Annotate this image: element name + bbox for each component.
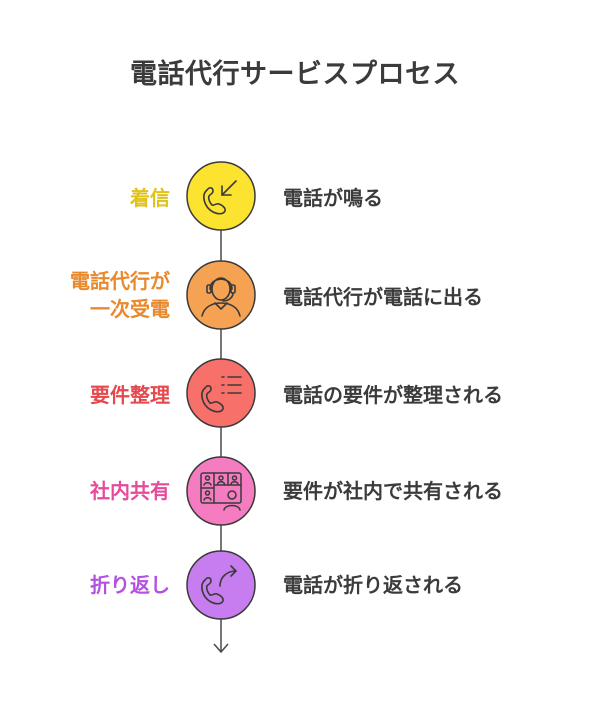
headset-operator-icon <box>201 277 241 317</box>
diagram-title: 電話代行サービスプロセス <box>130 59 460 90</box>
team-share-icon <box>200 472 242 511</box>
step-4-description: 要件が社内で共有される <box>283 479 503 503</box>
step-1-label: 着信 <box>130 186 170 210</box>
timeline-arrowhead <box>213 643 229 654</box>
step-2-label-line1: 電話代行が <box>70 269 170 293</box>
step-5-label: 折り返し <box>90 573 170 597</box>
step-3-label: 要件整理 <box>90 383 170 407</box>
callback-icon <box>201 565 237 605</box>
step-4-node <box>186 456 256 526</box>
step-1-description: 電話が鳴る <box>283 186 383 210</box>
step-5-description: 電話が折り返される <box>283 573 463 597</box>
step-3-description: 電話の要件が整理される <box>283 383 503 407</box>
step-3-node <box>186 358 256 428</box>
step-2-description: 電話代行が電話に出る <box>283 285 483 309</box>
phone-list-icon <box>201 376 242 413</box>
incoming-call-icon <box>203 180 237 215</box>
step-2-label: 電話代行が 一次受電 <box>70 267 170 323</box>
step-2-node <box>186 260 256 330</box>
step-2-label-line2: 一次受電 <box>90 297 170 321</box>
step-5-node <box>186 550 256 620</box>
step-4-label: 社内共有 <box>90 479 170 503</box>
step-1-node <box>186 161 256 231</box>
